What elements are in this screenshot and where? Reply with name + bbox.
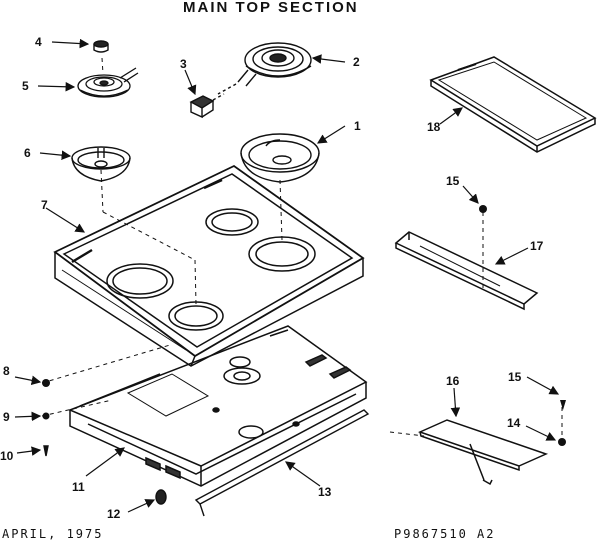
callout-4: 4 — [35, 35, 42, 49]
part-6-small-drip-pan — [71, 146, 131, 182]
leader-lines — [14, 38, 560, 513]
callout-11: 11 — [72, 480, 85, 494]
callout-5: 5 — [22, 79, 29, 93]
part-5-small-surface-unit — [77, 67, 139, 98]
part-10-screw — [43, 445, 49, 457]
callout-9: 9 — [3, 410, 10, 424]
part-4-knob — [93, 40, 109, 53]
part-11-main-top-box — [68, 325, 368, 487]
callout-1: 1 — [354, 119, 361, 133]
diagram-title: MAIN TOP SECTION — [183, 0, 359, 16]
callout-6: 6 — [24, 146, 31, 160]
footer-date: APRIL, 1975 — [2, 527, 104, 541]
part-13-strip — [194, 409, 370, 517]
callout-3: 3 — [180, 57, 187, 71]
callout-2: 2 — [353, 55, 360, 69]
callout-8: 8 — [3, 364, 10, 378]
part-17-trim — [394, 231, 539, 311]
part-2-large-surface-unit — [217, 42, 312, 95]
callout-15-upper: 15 — [446, 174, 460, 188]
part-12-clip — [155, 489, 167, 505]
callout-10: 10 — [0, 449, 14, 463]
callout-16: 16 — [446, 374, 460, 388]
footer-part-number: P9867510 A2 — [394, 527, 496, 541]
part-9-screw — [42, 412, 50, 420]
callout-17: 17 — [530, 239, 544, 253]
part-3-terminal-block — [189, 93, 225, 119]
part-14-screw — [558, 438, 566, 446]
part-8-screw — [42, 379, 50, 387]
part-16-bracket — [417, 419, 549, 486]
part-15-screw-lower — [560, 400, 566, 410]
callout-labels: 1 2 3 4 5 6 7 8 9 10 11 12 13 14 15 15 1… — [0, 35, 544, 521]
part-15-screw-upper — [479, 205, 487, 213]
callout-13: 13 — [318, 485, 332, 499]
alignment-lines — [41, 57, 563, 438]
callout-7: 7 — [41, 198, 48, 212]
callout-14: 14 — [507, 416, 521, 430]
callout-15-lower: 15 — [508, 370, 522, 384]
part-18-cover — [429, 56, 597, 153]
part-1-large-drip-pan — [240, 133, 320, 183]
callout-18: 18 — [427, 120, 441, 134]
callout-12: 12 — [107, 507, 121, 521]
part-7-main-top — [53, 164, 365, 367]
